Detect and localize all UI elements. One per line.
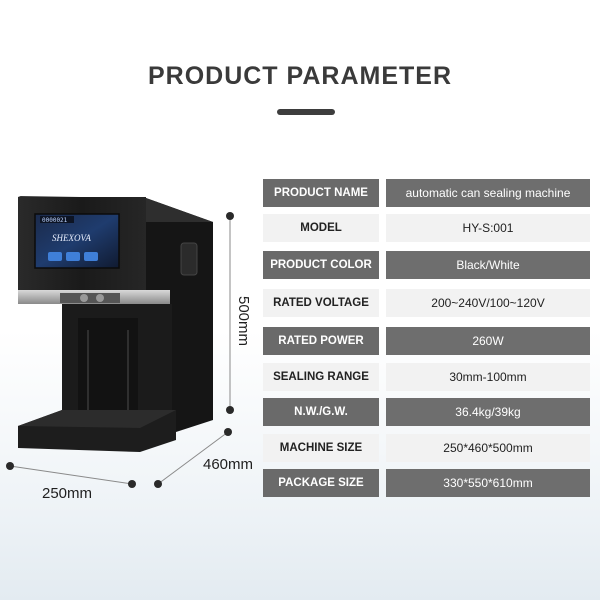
- param-label: RATED VOLTAGE: [263, 289, 379, 317]
- param-row-machine-size: MACHINE SIZE 250*460*500mm: [263, 434, 590, 462]
- param-label: PRODUCT NAME: [263, 179, 379, 207]
- param-label: MACHINE SIZE: [263, 434, 379, 462]
- param-row-package-size: PACKAGE SIZE 330*550*610mm: [263, 469, 590, 497]
- param-value: 30mm-100mm: [386, 363, 590, 391]
- param-value: 36.4kg/39kg: [386, 398, 590, 426]
- title-underline: [277, 109, 335, 115]
- param-row-sealing-range: SEALING RANGE 30mm-100mm: [263, 363, 590, 391]
- width-dimension: 250mm: [42, 485, 93, 502]
- param-label: N.W./G.W.: [263, 398, 379, 426]
- param-label: MODEL: [263, 214, 379, 242]
- param-row-product-name: PRODUCT NAME automatic can sealing machi…: [263, 179, 590, 207]
- param-label: SEALING RANGE: [263, 363, 379, 391]
- brand-logo: SHEXOVA: [52, 233, 91, 243]
- depth-dimension: 460mm: [203, 456, 254, 473]
- page-title: PRODUCT PARAMETER: [147, 62, 453, 90]
- height-dimension: 500mm: [235, 296, 252, 347]
- param-value: 330*550*610mm: [386, 469, 590, 497]
- param-label: RATED POWER: [263, 327, 379, 355]
- param-row-rated-voltage: RATED VOLTAGE 200~240V/100~120V: [263, 289, 590, 317]
- param-row-product-color: PRODUCT COLOR Black/White: [263, 251, 590, 279]
- param-row-rated-power: RATED POWER 260W: [263, 327, 590, 355]
- param-value: automatic can sealing machine: [386, 179, 590, 207]
- param-label: PRODUCT COLOR: [263, 251, 379, 279]
- screen-code: 0000021: [42, 217, 68, 224]
- param-row-model: MODEL HY-S:001: [263, 214, 590, 242]
- param-value: 200~240V/100~120V: [386, 289, 590, 317]
- param-row-weight: N.W./G.W. 36.4kg/39kg: [263, 398, 590, 426]
- param-label: PACKAGE SIZE: [263, 469, 379, 497]
- param-value: Black/White: [386, 251, 590, 279]
- param-value: HY-S:001: [386, 214, 590, 242]
- param-value: 250*460*500mm: [386, 434, 590, 462]
- param-value: 260W: [386, 327, 590, 355]
